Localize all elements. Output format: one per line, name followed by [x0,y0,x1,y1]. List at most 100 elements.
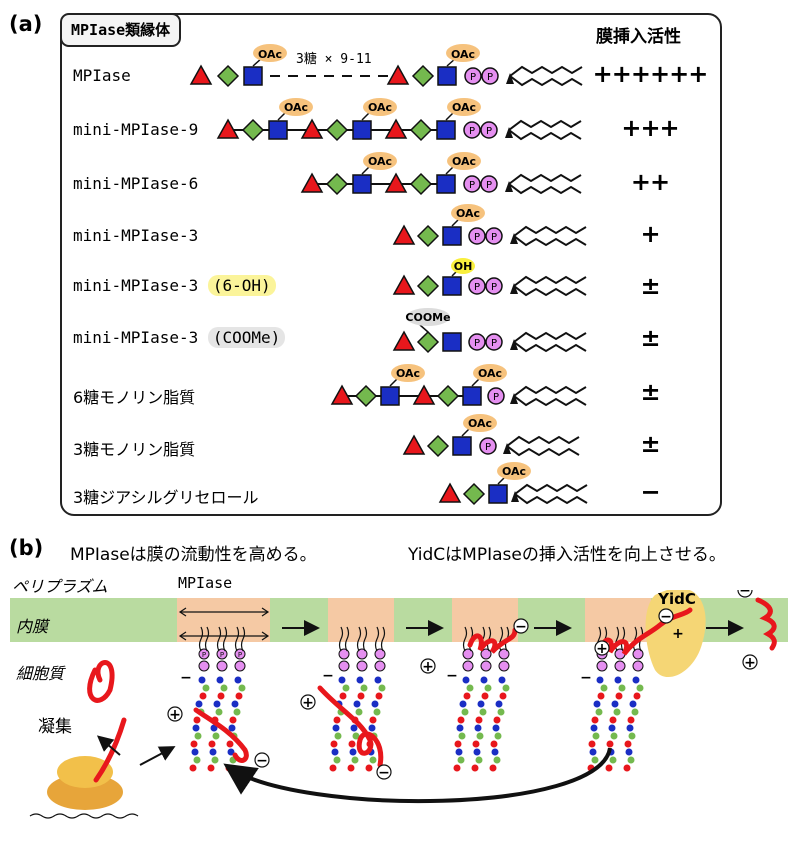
phosphate-label: P [491,338,497,349]
glycan-mini-mpiase-9: OAc OAc OAc P P [217,98,582,141]
oac-label: OAc [502,465,526,478]
minus-charge: − [446,668,458,684]
oac-label: OAc [478,367,502,380]
phosphate-label: P [470,72,476,83]
row-label-mini-mpiase-9: mini-MPIase-9 [73,120,199,139]
glycan-mpiase: OAc OAc P P [190,44,583,87]
activity-value: + [640,220,660,248]
activity-value: ++ [630,168,670,196]
caption-membrane-fluidity: MPIaseは膜の流動性を高める。 [70,545,317,565]
minus-charge: − [378,765,390,781]
phosphate-label: P [469,180,475,191]
activity-value: ± [640,272,660,300]
activity-value: ± [640,378,660,406]
to-mpiase-arrow [139,746,176,766]
oac-label: OAc [451,48,475,61]
caption-yidc-activity: YidCはMPIaseの挿入活性を向上させる。 [408,545,726,565]
periplasm-label: ペリプラズム [12,577,108,596]
cytoplasm-label: 細胞質 [16,664,65,683]
insertion-mechanism: P P P YidC + − + − + − + − [10,590,788,819]
yidc-label: YidC [657,590,696,608]
minus-charge: − [322,668,334,684]
row-label-3-sugar-monophospholipid: 3糖モノリン脂質 [73,440,196,459]
repeat-note: 3糖 × 9-11 [296,52,372,67]
oac-label: OAc [452,155,476,168]
glycan-6-sugar-monophospholipid: OAc OAc P [331,364,587,407]
phosphate-label: P [493,392,499,403]
row-label-3-sugar-diacylglycerol: 3糖ジアシルグリセロール [73,488,259,507]
row-label-text: mini-MPIase-3 [73,276,199,295]
oh-label: OH [454,260,473,273]
fluidity-arrows [178,607,270,641]
recycle-arrow [223,747,612,804]
oac-label: OAc [452,101,476,114]
mpiase-label: MPIase [178,574,233,592]
oac-label: OAc [456,207,480,220]
minus-charge: − [580,670,592,686]
ribosome-small [57,756,113,788]
minus-charge: − [739,590,751,599]
oac-label: OAc [368,101,392,114]
panel-b-label: (b) [9,536,44,560]
row-label-text: mini-MPIase-3 [73,328,199,347]
mpiase-molecules-1 [188,626,247,773]
mpiase-zone [328,598,394,642]
panel-a-label: (a) [9,12,43,36]
glycan-mini-mpiase-3-6oh: OH P P [393,258,587,297]
row-label-mini-mpiase-3-6oh: mini-MPIase-3 (6-OH) [73,275,276,296]
inner-membrane-label: 内膜 [16,617,49,636]
glycan-mini-mpiase-3: OAc P P [393,204,587,247]
panel-a-title: MPIase類縁体 [60,13,182,47]
activity-value: ± [640,430,660,458]
row-label-mini-mpiase-3-coome: mini-MPIase-3 (COOMe) [73,327,286,348]
phosphate-label: P [474,338,480,349]
nascent-peptides [87,597,777,783]
minus-charge: − [256,753,268,769]
row-label-6-sugar-monophospholipid: 6糖モノリン脂質 [73,388,196,407]
coome-label: COOMe [405,311,450,324]
minus-charge: − [180,670,192,686]
plus-charge: + [169,707,181,723]
oac-label: OAc [368,155,392,168]
glycan-mini-mpiase-6: OAc OAc P P [301,152,582,195]
activity-value: ++++++ [592,60,709,88]
glycan-mini-mpiase-3-coome: COOMe P P [393,308,587,353]
phosphate-label: P [487,72,493,83]
phosphate-label: P [485,442,491,453]
row-label-mpiase: MPIase [73,66,131,85]
activity-value: ± [640,324,660,352]
glycan-3-sugar-monophospholipid: OAc P [403,414,580,457]
phosphate-label: P [238,651,242,659]
row-label-mini-mpiase-3: mini-MPIase-3 [73,226,199,245]
plus-charge: + [672,626,684,642]
tag-6-oh: (6-OH) [207,275,276,296]
phosphate-label: P [486,180,492,191]
phosphate-label: P [474,282,480,293]
phosphate-label: P [469,126,475,137]
phosphate-label: P [491,232,497,243]
row-label-mini-mpiase-6: mini-MPIase-6 [73,174,199,193]
glycan-3-sugar-diacylglycerol: OAc [439,462,588,505]
plus-charge: + [302,695,314,711]
activity-value: +++ [621,114,679,142]
glycan-structures: OAc OAc P P OAc OAc OAc P P OAc OAc P [190,44,588,505]
plus-charge: + [744,655,756,671]
plus-charge: + [596,641,608,657]
oac-label: OAc [284,101,308,114]
oac-label: OAc [396,367,420,380]
mrna [29,813,139,819]
plus-charge: + [422,659,434,675]
phosphate-label: P [486,126,492,137]
activity-value: − [640,478,660,506]
phosphate-label: P [202,651,206,659]
panel-a-frame [60,13,722,516]
phosphate-label: P [491,282,497,293]
minus-charge: − [660,609,672,625]
mpiase-zone [452,598,518,642]
aggregation-label: 凝集 [38,717,72,737]
activity-header: 膜挿入活性 [596,27,681,47]
mpiase-zone [177,598,270,642]
oac-label: OAc [468,417,492,430]
phosphate-label: P [220,651,224,659]
phosphate-label: P [474,232,480,243]
